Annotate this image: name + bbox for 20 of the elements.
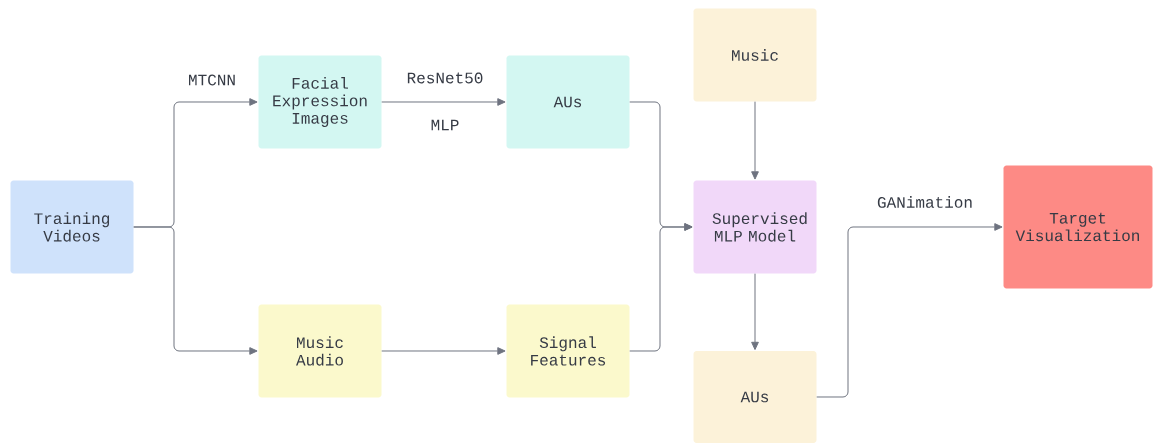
process-box: AUs bbox=[693, 351, 817, 443]
process-box: Training Videos bbox=[10, 180, 134, 274]
edge-label: ResNet50 bbox=[407, 72, 483, 84]
process-box: Signal Features bbox=[506, 304, 630, 398]
arrow bbox=[751, 101, 759, 180]
arrow bbox=[816, 223, 1003, 398]
process-box: Supervised MLP Model bbox=[693, 180, 817, 274]
arrow bbox=[381, 347, 506, 355]
arrow bbox=[629, 223, 693, 352]
process-box: Facial Expression Images bbox=[258, 55, 382, 149]
edge-label: GANimation bbox=[877, 196, 972, 208]
process-box: AUs bbox=[506, 55, 630, 149]
target-box: Target Visualization bbox=[1003, 165, 1153, 289]
edge-label: MTCNN bbox=[189, 74, 235, 86]
process-box: Music bbox=[693, 8, 817, 102]
arrow bbox=[133, 226, 258, 355]
arrow bbox=[381, 98, 506, 106]
method-label: MLP bbox=[431, 119, 459, 131]
process-box: Music Audio bbox=[258, 304, 382, 398]
arrow bbox=[751, 273, 759, 351]
